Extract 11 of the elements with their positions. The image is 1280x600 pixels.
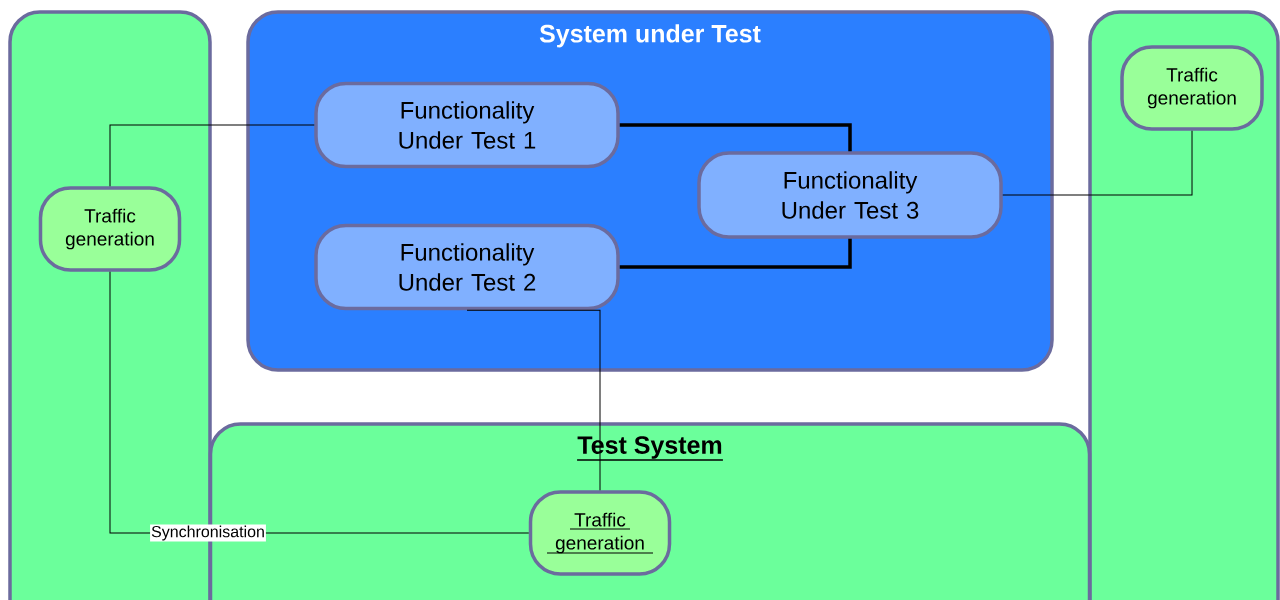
connector-line	[109, 124, 315, 187]
traffic-generation-box: Traffic generation	[38, 186, 182, 272]
connector-line	[619, 238, 852, 269]
connector-line	[466, 309, 601, 491]
connector-line	[619, 123, 852, 152]
function-box: Functionality Under Test 1	[314, 81, 620, 169]
traffic-generation-box: Traffic generation	[528, 490, 672, 576]
traffic-generation-box: Traffic generation	[1120, 45, 1264, 131]
connector-line	[1002, 130, 1193, 196]
function-box: Functionality Under Test 3	[697, 151, 1003, 239]
function-box: Functionality Under Test 2	[314, 223, 620, 311]
